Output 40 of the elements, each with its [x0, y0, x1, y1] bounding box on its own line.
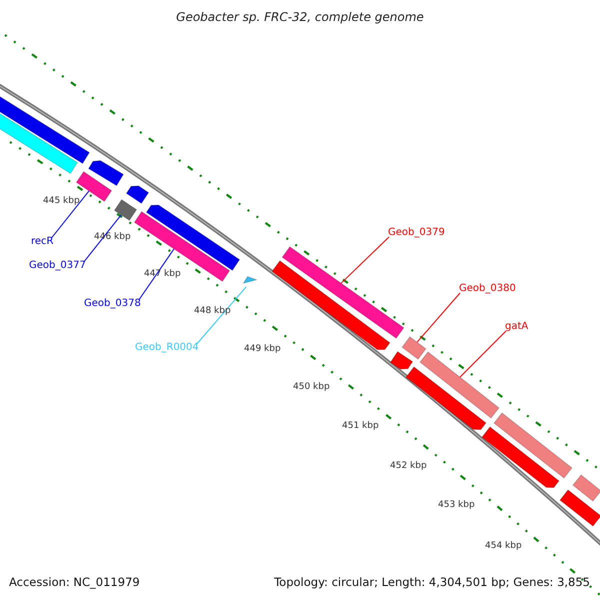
leader-line [416, 292, 460, 343]
gene-feature [126, 186, 150, 204]
leader-line [196, 286, 247, 344]
gene-label: Geob_0377 [29, 260, 86, 271]
gene-feature [114, 199, 138, 221]
gene-feature [146, 204, 240, 271]
gene-feature [282, 246, 404, 339]
gene-feature [560, 489, 600, 527]
gene-label: recR [31, 236, 54, 247]
gene-feature [406, 366, 486, 430]
tick-label: 450 kbp [293, 382, 330, 392]
gene-label: gatA [505, 321, 528, 332]
gene-feature [0, 95, 90, 164]
gene-label: Geob_0379 [388, 227, 445, 238]
gene-feature [390, 351, 414, 370]
tick-label: 445 kbp [43, 196, 80, 206]
gene-label: Geob_0380 [459, 283, 516, 294]
tick-label: 452 kbp [390, 461, 427, 471]
gene-label: Geob_R0004 [135, 342, 199, 353]
gene-feature [572, 474, 600, 502]
gene-feature [482, 426, 560, 488]
title: Geobacter sp. FRC-32, complete genome [175, 10, 425, 24]
tick-label: 454 kbp [485, 541, 522, 551]
footer-text: Topology: circular; Length: 4,304,501 bp; Genes: 3,855 [274, 575, 590, 589]
leader-line [460, 330, 506, 378]
gene-label: Geob_0378 [84, 298, 141, 309]
leader-line [83, 214, 122, 262]
tick-label: 449 kbp [244, 344, 281, 354]
tick-label: 451 kbp [342, 421, 379, 431]
gene-feature [494, 412, 572, 479]
gene-marker-icon [242, 276, 258, 284]
gene-feature [420, 351, 500, 419]
gene-feature [402, 336, 426, 360]
tick-label: 453 kbp [438, 500, 475, 510]
leader-line [340, 236, 390, 284]
footer-text: Accession: NC_011979 [9, 575, 140, 589]
gene-feature [134, 211, 230, 282]
gene-feature [88, 160, 124, 186]
leader-line [51, 190, 90, 238]
leader-line [138, 248, 174, 300]
